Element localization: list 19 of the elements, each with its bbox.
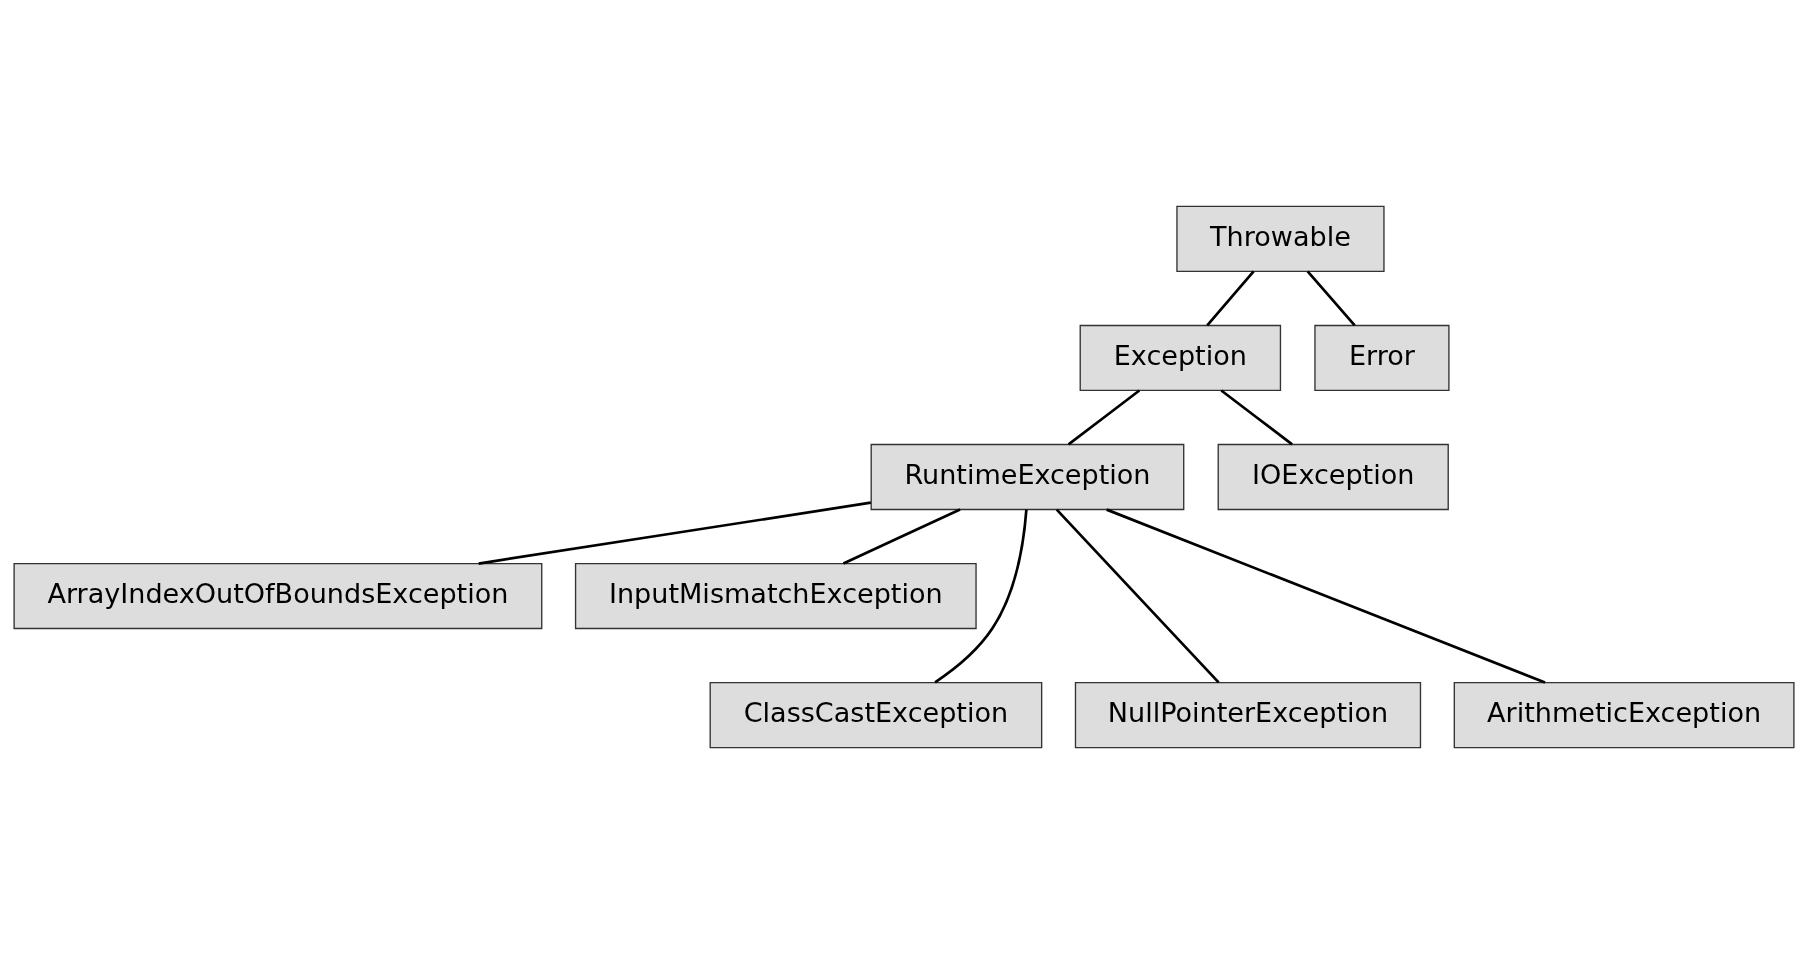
node-box: IOException bbox=[1217, 443, 1449, 511]
node-box: RuntimeException bbox=[870, 443, 1185, 511]
connector bbox=[1220, 389, 1293, 446]
connector bbox=[1306, 270, 1356, 327]
connector bbox=[934, 509, 1028, 684]
node-box: Error bbox=[1314, 324, 1450, 392]
connector bbox=[1206, 270, 1255, 327]
node-box: NullPointerException bbox=[1074, 681, 1422, 749]
node-box: Throwable bbox=[1176, 205, 1385, 273]
connector bbox=[1055, 508, 1220, 684]
node-box: InputMismatchException bbox=[574, 562, 977, 630]
connector bbox=[478, 501, 871, 565]
connector bbox=[1067, 389, 1141, 446]
connector bbox=[842, 508, 961, 565]
node-box: ArrayIndexOutOfBoundsException bbox=[13, 562, 543, 630]
node-box: ClassCastException bbox=[709, 681, 1043, 749]
node-box: ArithmeticException bbox=[1453, 681, 1795, 749]
connector bbox=[1106, 508, 1546, 684]
node-box: Exception bbox=[1079, 324, 1282, 392]
